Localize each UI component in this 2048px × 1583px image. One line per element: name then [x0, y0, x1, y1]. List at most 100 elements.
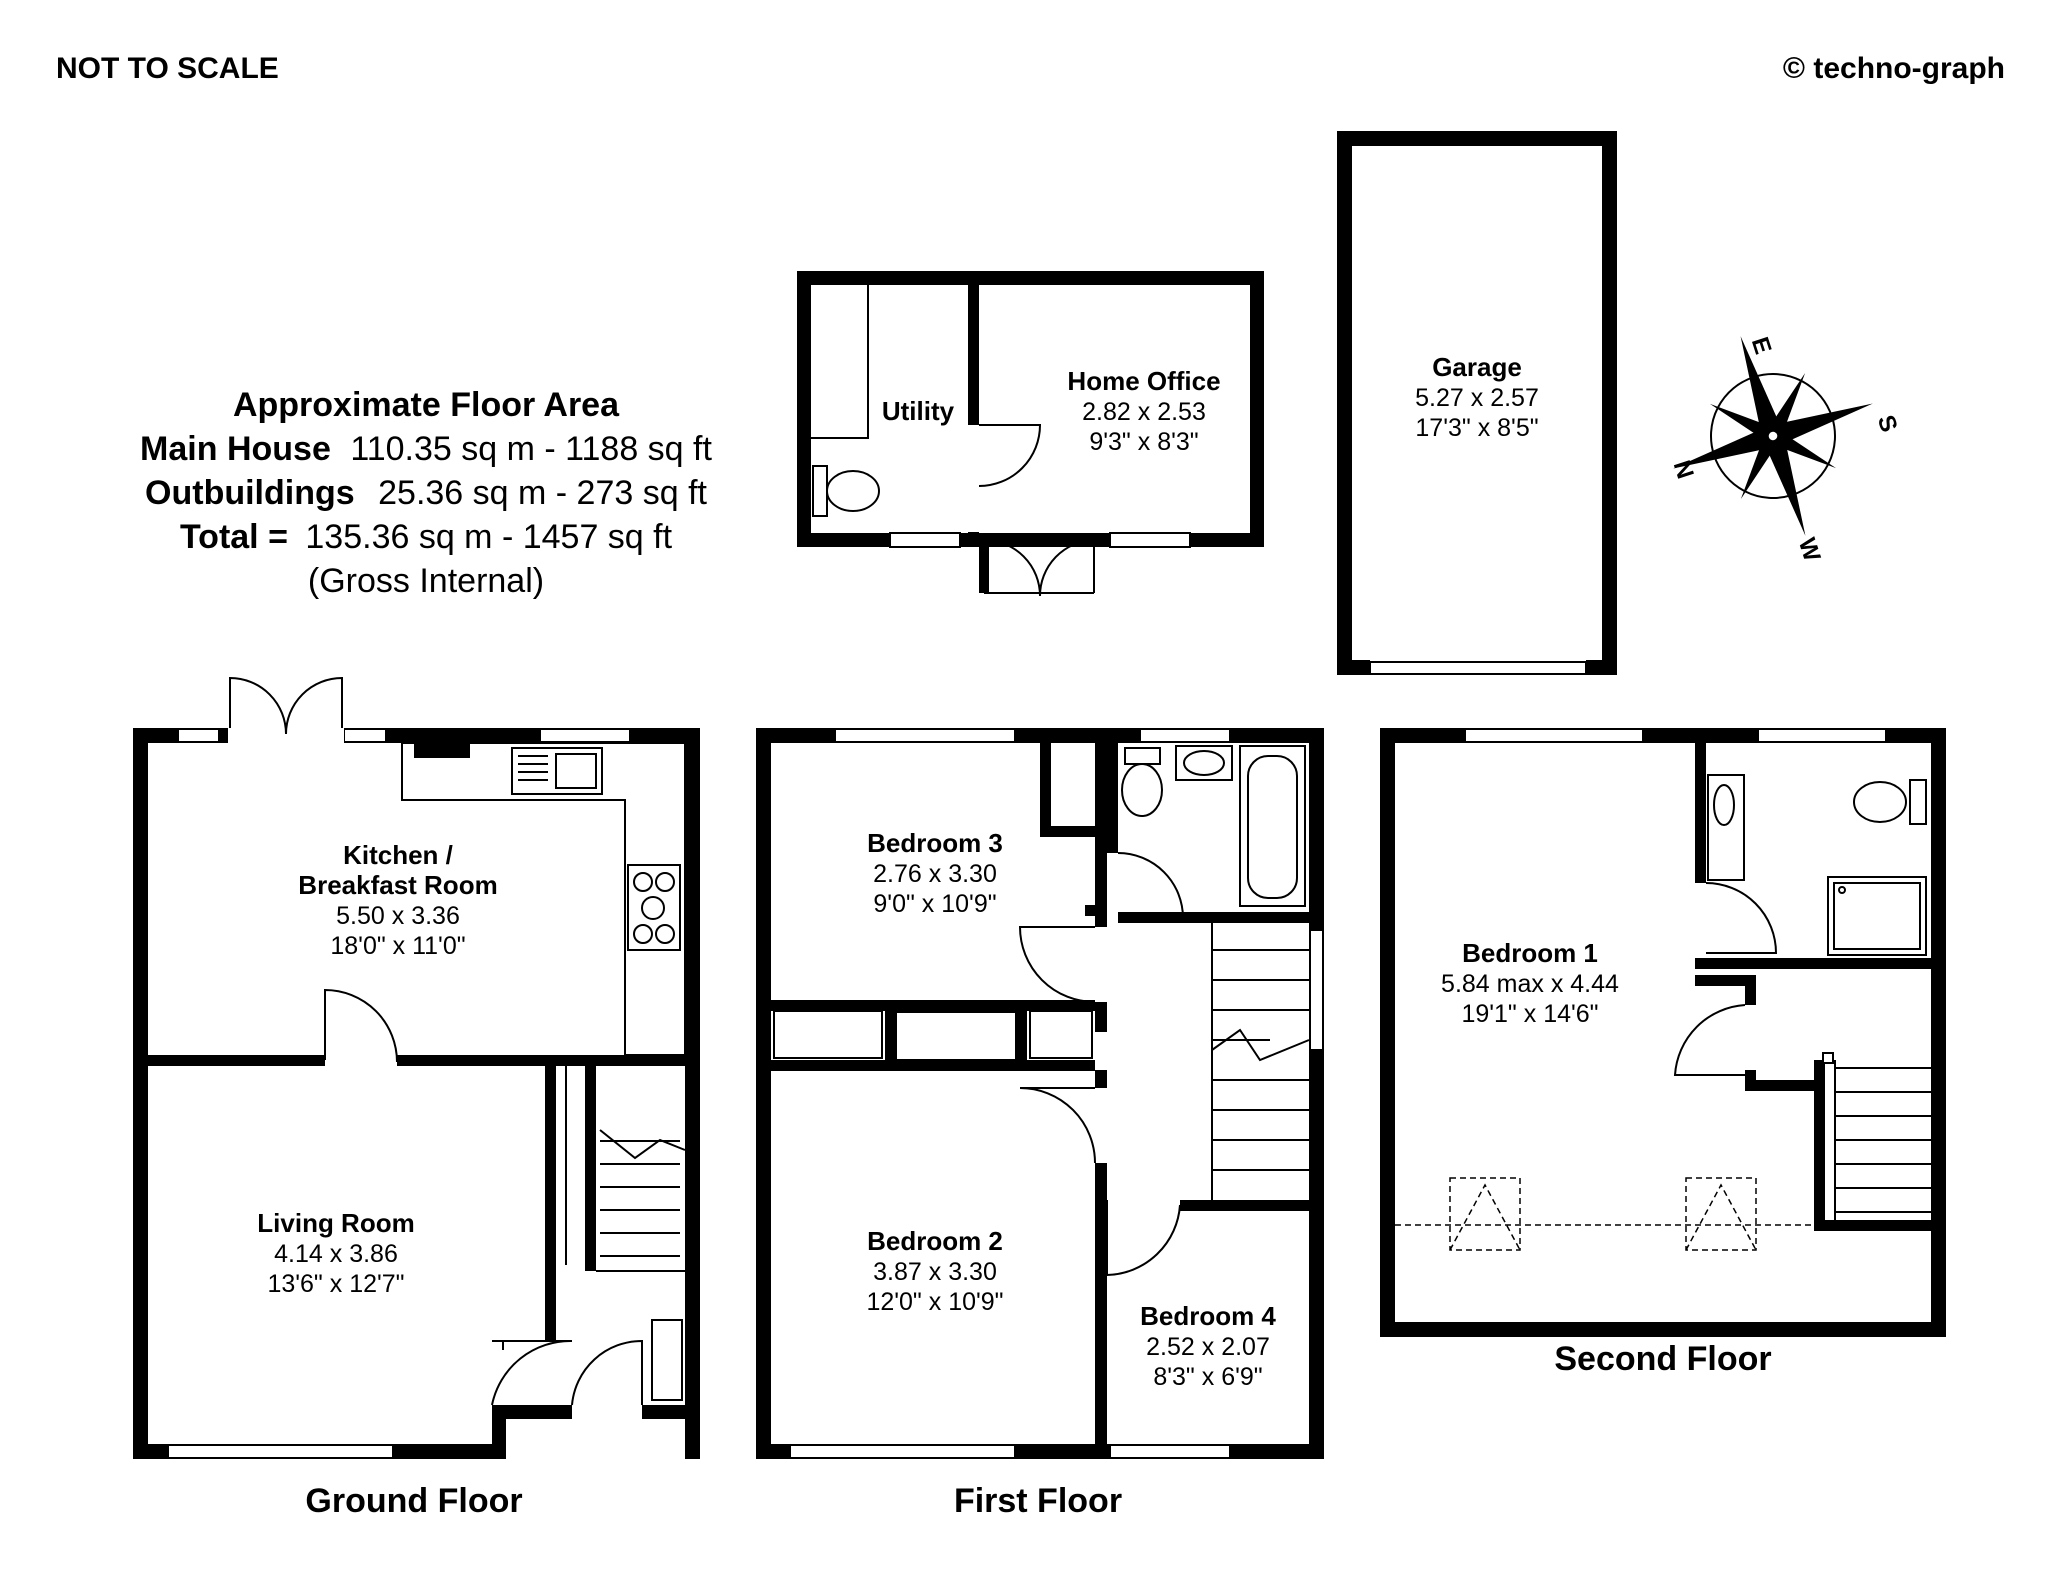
wall — [1931, 728, 1946, 1337]
bedroom-4-name: Bedroom 4 — [1140, 1301, 1276, 1331]
bath-icon — [1239, 745, 1306, 907]
partition-wall — [1745, 975, 1756, 1005]
bedroom-2-door — [1019, 1087, 1096, 1164]
velux-window-icon — [1449, 1177, 1521, 1251]
stairs — [600, 1140, 680, 1257]
partition-wall — [771, 1000, 1095, 1011]
internal-door — [571, 1339, 643, 1406]
window — [889, 532, 961, 548]
wall — [797, 533, 1264, 547]
window — [789, 1444, 1016, 1459]
compass-s-label: S — [1872, 412, 1903, 436]
window — [834, 728, 1016, 743]
partition-wall — [1107, 843, 1118, 853]
bedroom-3-door — [1018, 926, 1096, 1003]
utility-name: Utility — [882, 396, 955, 426]
stairs — [1212, 949, 1309, 1171]
gross-internal-note: (Gross Internal) — [308, 562, 544, 600]
garage-door — [1369, 661, 1587, 675]
cupboard — [651, 1319, 683, 1401]
wc-icon — [1121, 747, 1163, 817]
partition-wall — [771, 1060, 1095, 1071]
wall — [1250, 271, 1264, 547]
partition-wall — [397, 1055, 685, 1066]
kitchen-metric: 5.50 x 3.36 — [336, 902, 460, 930]
partition-wall — [1695, 975, 1755, 986]
door-jamb — [1090, 533, 1100, 547]
partition-wall — [545, 1066, 556, 1341]
second-floor-plan: Bedroom 1 5.84 max x 4.44 19'1" x 14'6" … — [1380, 728, 1946, 1378]
partition-wall — [1745, 1080, 1825, 1091]
main-house-line: Main House 110.35 sq m - 1188 sq ft — [140, 430, 712, 468]
partition-wall — [1095, 1070, 1107, 1088]
wall — [1380, 728, 1395, 1337]
window — [1309, 929, 1324, 1051]
partition-wall — [1695, 743, 1706, 883]
worktop — [811, 285, 869, 439]
wall — [1380, 1322, 1946, 1337]
wall — [133, 728, 148, 1459]
living-imperial: 13'6" x 12'7" — [267, 1270, 404, 1298]
wall — [685, 728, 700, 1459]
door-opening — [228, 726, 344, 746]
compass-rose-icon — [1673, 336, 1873, 536]
window — [1464, 728, 1644, 743]
window — [167, 1444, 394, 1459]
stairs — [1835, 1067, 1931, 1213]
window — [177, 728, 221, 743]
area-summary: Approximate Floor Area Main House 110.35… — [140, 386, 712, 600]
bedroom-3-metric: 2.76 x 3.30 — [873, 860, 997, 888]
partition-wall — [1107, 743, 1118, 843]
bedroom-2-imperial: 12'0" x 10'9" — [866, 1288, 1003, 1316]
outbuildings-value: 25.36 sq m - 273 sq ft — [378, 474, 707, 512]
garage-metric: 5.27 x 2.57 — [1415, 384, 1539, 412]
copyright-text: © techno-graph — [1783, 52, 2005, 85]
bedroom-1-imperial: 19'1" x 14'6" — [1461, 1000, 1598, 1028]
outbuilding-garage: Garage 5.27 x 2.57 17'3" x 8'5" — [1337, 131, 1617, 675]
ground-floor-label: Ground Floor — [305, 1482, 522, 1520]
window — [1109, 1444, 1231, 1459]
bedroom-4-door — [1106, 1200, 1181, 1277]
partition-wall — [885, 1000, 896, 1070]
stair-break — [599, 1129, 686, 1160]
partition-wall — [1095, 1002, 1107, 1032]
outbuilding-utility-office: Utility Home Office 2.82 x 2.53 9'3" x 8… — [797, 271, 1264, 597]
window — [1109, 532, 1191, 548]
shower-icon — [1827, 876, 1927, 956]
stair-edge — [565, 1066, 685, 1272]
kitchen-imperial: 18'0" x 11'0" — [330, 932, 465, 960]
french-doors — [229, 676, 343, 735]
wall — [642, 1405, 700, 1419]
front-door — [491, 1339, 573, 1406]
extractor — [414, 743, 470, 758]
wall — [756, 728, 771, 1459]
main-house-value: 110.35 sq m - 1188 sq ft — [350, 430, 712, 468]
living-metric: 4.14 x 3.86 — [274, 1240, 398, 1268]
bedroom-3-name: Bedroom 3 — [867, 828, 1003, 858]
bedroom-1-metric: 5.84 max x 4.44 — [1441, 970, 1619, 998]
outbuildings-line: Outbuildings 25.36 sq m - 273 sq ft — [145, 474, 707, 512]
living-name: Living Room — [257, 1208, 414, 1238]
bedroom-2-metric: 3.87 x 3.30 — [873, 1258, 997, 1286]
home-office-metric: 2.82 x 2.53 — [1082, 398, 1206, 426]
newel-post — [1822, 1052, 1834, 1064]
kitchen-name-1: Kitchen / — [343, 840, 453, 870]
window — [1139, 728, 1231, 743]
home-office-imperial: 9'3" x 8'3" — [1089, 428, 1198, 456]
stair-break — [1211, 1028, 1310, 1062]
wardrobe — [1029, 1010, 1093, 1059]
partition-wall — [585, 1066, 596, 1271]
internal-door — [978, 424, 1042, 487]
partition-wall — [1695, 958, 1931, 969]
bedroom-4-imperial: 8'3" x 6'9" — [1153, 1363, 1262, 1391]
compass-w-label: W — [1793, 535, 1826, 565]
wall — [1337, 131, 1617, 146]
first-floor-label: First Floor — [954, 1482, 1122, 1520]
compass-e-label: E — [1746, 334, 1777, 358]
total-line: Total = 135.36 sq m - 1457 sq ft — [180, 518, 673, 556]
door-opening — [218, 728, 228, 743]
french-doors — [983, 538, 1095, 597]
bedroom-1-name: Bedroom 1 — [1462, 938, 1598, 968]
partition-wall — [1040, 743, 1051, 837]
ground-floor-plan: Kitchen / Breakfast Room 5.50 x 3.36 18'… — [133, 676, 700, 1520]
